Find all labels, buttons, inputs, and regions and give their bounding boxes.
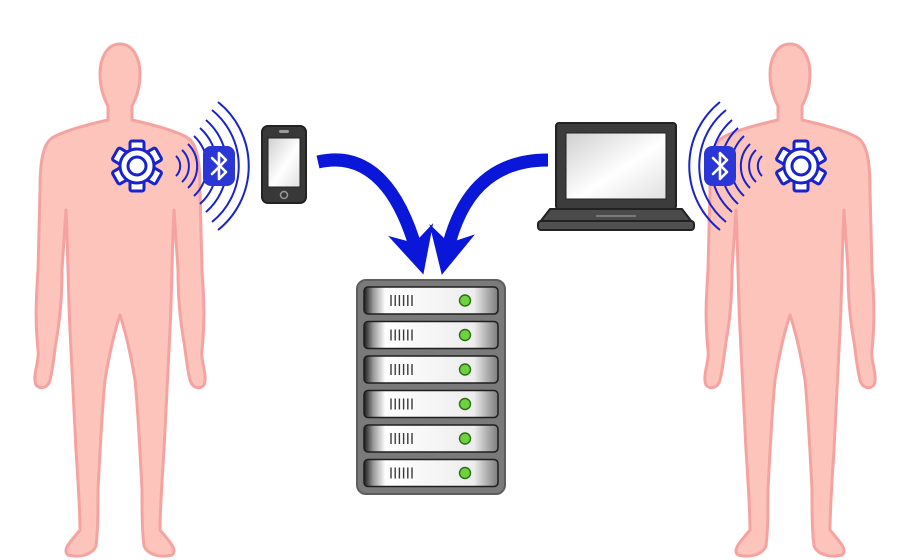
left-bluetooth-icon [201, 144, 237, 188]
server-rack-icon [356, 279, 506, 495]
left-person-human-body-icon [33, 42, 207, 558]
phone-to-server-curved-arrow-icon [316, 153, 434, 275]
status-led-icon [458, 294, 472, 307]
server-units [363, 286, 499, 488]
server-vent-icon [390, 467, 413, 479]
server-unit [363, 458, 499, 488]
server-unit [363, 320, 499, 350]
server-vent-icon [390, 295, 413, 306]
right-bluetooth-icon [702, 144, 738, 188]
server-vent-icon [390, 329, 413, 341]
left-sensor-icon [110, 139, 164, 193]
server-unit [363, 424, 499, 453]
server-unit [363, 389, 499, 419]
server-vent-icon [390, 398, 413, 410]
server-vent-icon [390, 364, 413, 375]
laptop-to-server-curved-arrow-icon [429, 153, 549, 275]
server-vent-icon [390, 433, 413, 444]
status-led-icon [458, 397, 472, 411]
status-led-icon [458, 363, 472, 376]
server-unit [363, 286, 499, 315]
server-unit [363, 355, 499, 384]
smartphone-icon [261, 125, 307, 204]
laptop-icon [537, 122, 695, 231]
status-led-icon [458, 432, 472, 445]
status-led-icon [458, 466, 472, 480]
status-led-icon [458, 328, 472, 342]
right-sensor-icon [774, 139, 828, 193]
